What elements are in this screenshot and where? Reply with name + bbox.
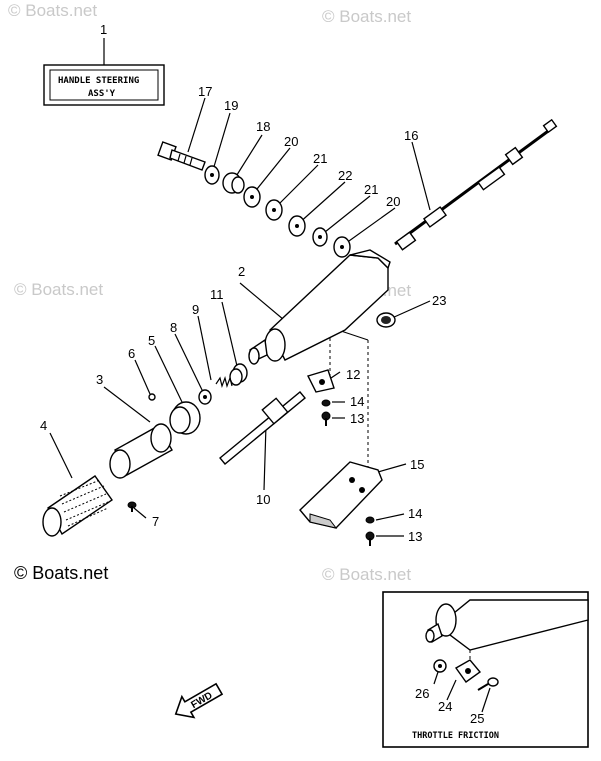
part-6-pin (148, 393, 156, 401)
part-2-steering-handle (248, 249, 391, 365)
part-10-throttle-shaft (219, 391, 306, 465)
callout-11: 11 (210, 287, 224, 302)
callout-24: 24 (438, 699, 452, 714)
callout-6: 6 (128, 346, 135, 361)
callout-19: 19 (224, 98, 238, 113)
part-9-spring (215, 375, 233, 389)
part-3-throttle-grip-body (109, 423, 173, 479)
fwd-label: FWD (189, 690, 214, 711)
inset-label: THROTTLE FRICTION (412, 731, 499, 741)
callout-10: 10 (256, 492, 270, 507)
callout-15: 15 (410, 457, 424, 472)
part-17-bolt (157, 141, 206, 171)
callout-13b: 13 (408, 529, 422, 544)
watermark-top-left: © Boats.net (8, 1, 97, 20)
fwd-arrow: FWD (174, 682, 224, 719)
callout-20a: 20 (284, 134, 298, 149)
part-15-friction-plate (299, 461, 383, 529)
callout-21a: 21 (313, 151, 327, 166)
callout-3: 3 (96, 372, 103, 387)
callout-8: 8 (170, 320, 177, 335)
watermark-bottom-left: © Boats.net (14, 563, 108, 583)
callout-13a: 13 (350, 411, 364, 426)
title-box: 1 HANDLE STEERING ASS'Y (43, 22, 165, 106)
callout-numbers: 2 3 4 5 6 7 8 9 10 11 12 13 13 14 14 15 … (40, 84, 446, 544)
callout-18: 18 (256, 119, 270, 134)
part-14-washer (321, 399, 331, 407)
callout-16: 16 (404, 128, 418, 143)
callout-21b: 21 (364, 182, 378, 197)
callout-5: 5 (148, 333, 155, 348)
callout-9: 9 (192, 302, 199, 317)
part-12-bracket (307, 369, 335, 393)
inset-throttle-friction: 26 24 25 THROTTLE FRICTION (382, 591, 589, 748)
part-11-collar (229, 363, 248, 386)
watermark-mid-left: © Boats.net (14, 280, 103, 299)
leader-lines (49, 97, 431, 537)
callout-1: 1 (100, 22, 107, 37)
part-13-screw (321, 411, 331, 426)
callout-7: 7 (152, 514, 159, 529)
title-line-1: HANDLE STEERING (58, 76, 139, 86)
watermark-top-center: © Boats.net (322, 7, 411, 26)
callout-2: 2 (238, 264, 245, 279)
callout-17: 17 (198, 84, 212, 99)
part-4-handle-grip (42, 475, 113, 537)
part-14b-washer (365, 516, 375, 524)
callout-14a: 14 (350, 394, 364, 409)
callout-14b: 14 (408, 506, 422, 521)
callout-20b: 20 (386, 194, 400, 209)
watermark-bottom-center: © Boats.net (322, 565, 411, 584)
part-18-collar (222, 172, 245, 194)
part-23-grommet (376, 312, 396, 328)
part-5-ring (169, 401, 201, 435)
part-7-screw (127, 501, 137, 512)
part-25-screw (477, 677, 499, 691)
callout-22: 22 (338, 168, 352, 183)
callout-4: 4 (40, 418, 47, 433)
part-16-throttle-cable (394, 118, 558, 251)
title-line-2: ASS'Y (88, 89, 116, 99)
part-13b-screw (365, 531, 375, 546)
callout-26: 26 (415, 686, 429, 701)
callout-12: 12 (346, 367, 360, 382)
callout-23: 23 (432, 293, 446, 308)
callout-25: 25 (470, 711, 484, 726)
